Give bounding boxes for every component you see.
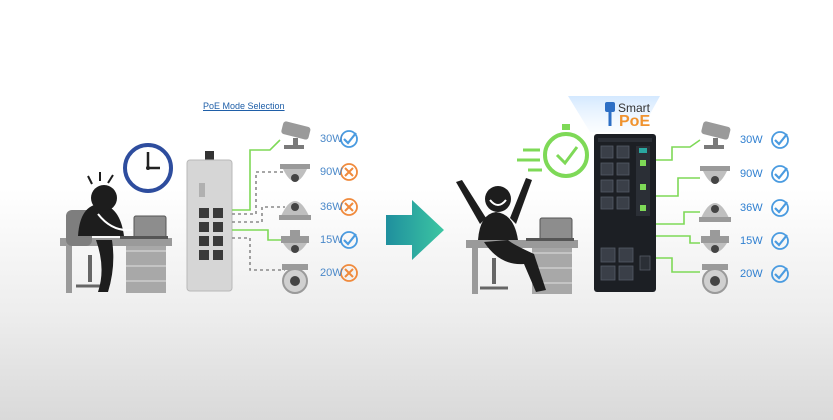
left-cameras [279,121,311,294]
check-icon [771,232,789,250]
left-watts-label: 15W [320,234,343,246]
laptop-left-icon [120,215,168,239]
poe-brand-text: PoE [619,113,651,130]
fisheye-camera-icon [702,264,728,294]
legacy-switch [186,151,233,292]
left-status-icons [340,130,358,282]
ptz-camera-icon [281,230,309,253]
right-watts-label: 20W [740,268,763,280]
right-watts-label: 36W [740,202,763,214]
left-watts-label: 90W [320,166,343,178]
check-icon [771,265,789,283]
spotlight-beam [568,96,660,132]
smart-poe-switch [594,134,656,292]
check-icon [340,231,358,249]
right-cameras [699,121,731,294]
cross-icon [340,163,358,181]
right-watts-label: 30W [740,134,763,146]
right-links [656,139,701,273]
right-watts-label: 15W [740,235,763,247]
left-watts-label: 30W [320,133,343,145]
left-watts-label: 36W [320,201,343,213]
happy-person-icon [456,178,546,292]
desk-left [60,238,172,293]
cross-icon [340,264,358,282]
fisheye-camera-icon [282,264,308,294]
stopwatch-icon [517,124,589,178]
dome-camera-icon [700,166,730,184]
right-watts-label: 90W [740,168,763,180]
desk-right [466,240,578,294]
stressed-person-icon [78,172,133,292]
dome-camera-icon [279,201,311,220]
chair-right [480,258,508,290]
legacy-switch-ports [199,208,223,260]
ptz-camera-icon [701,230,729,253]
left-links [232,139,285,271]
smart-brand-text: Smart [618,101,651,115]
bullet-camera-icon [281,121,311,149]
transition-arrow-icon [386,200,444,260]
smart-poe-logo-icon [605,102,615,126]
check-icon [340,130,358,148]
poe-mode-selection-label: PoE Mode Selection [203,101,285,111]
right-scene [456,96,701,294]
dome-camera-icon [699,203,731,222]
left-scene [60,139,285,293]
laptop-right-icon [526,217,574,241]
check-icon [771,199,789,217]
check-icon [771,131,789,149]
cross-icon [340,198,358,216]
clock-icon [123,143,173,193]
check-icon [771,165,789,183]
bullet-camera-icon [701,121,731,149]
smart-switch-ports [600,145,634,281]
dome-camera-icon [280,164,310,182]
right-status-icons [771,131,789,283]
left-watts-label: 20W [320,267,343,279]
